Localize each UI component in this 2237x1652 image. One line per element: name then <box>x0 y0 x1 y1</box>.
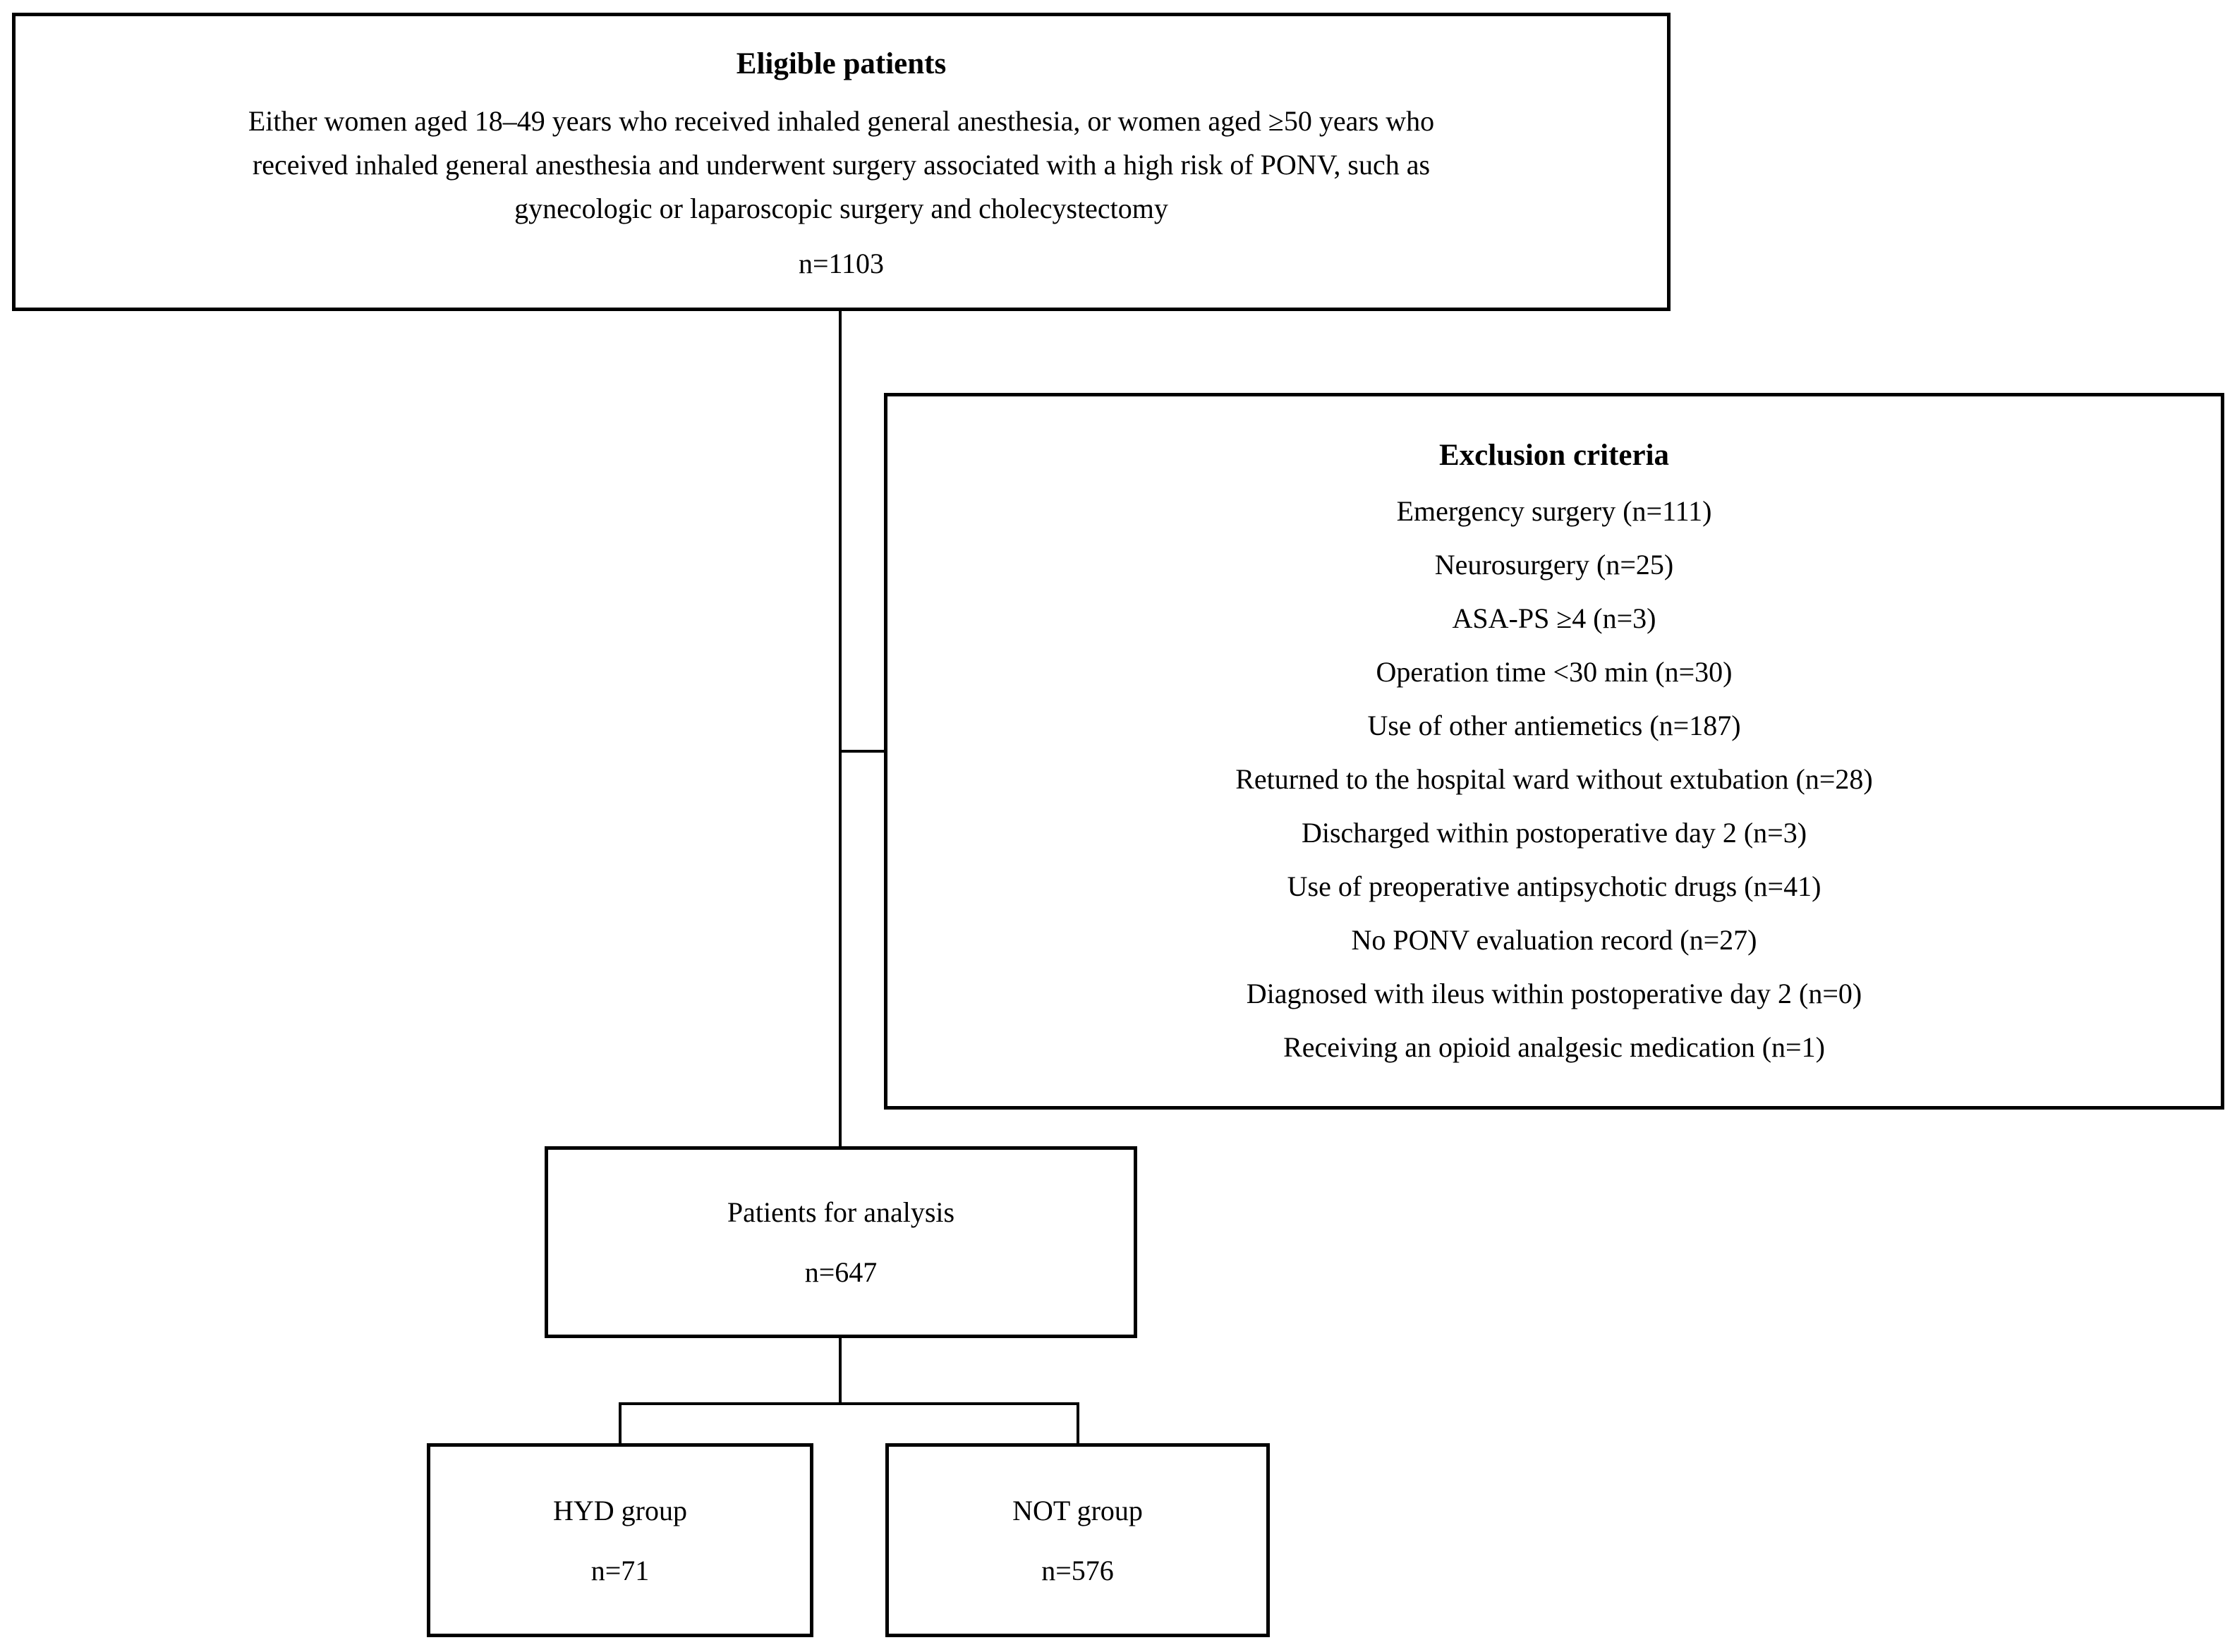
exclusion-item: Receiving an opioid analgesic medication… <box>1283 1031 1825 1063</box>
connector-analysis-to-split <box>839 1338 842 1405</box>
exclusion-item: No PONV evaluation record (n=27) <box>1351 924 1757 956</box>
connector-main-vertical <box>839 311 842 1146</box>
connector-to-exclusion <box>842 750 884 753</box>
hyd-group-count: n=71 <box>590 1554 650 1586</box>
hyd-group-label: HYD group <box>553 1494 687 1526</box>
not-group-box: NOT group n=576 <box>885 1443 1270 1637</box>
eligible-patients-box: Eligible patients Either women aged 18–4… <box>12 13 1671 311</box>
exclusion-item: Neurosurgery (n=25) <box>1434 549 1674 581</box>
exclusion-item: Use of preoperative antipsychotic drugs … <box>1287 870 1821 902</box>
hyd-group-box: HYD group n=71 <box>427 1443 813 1637</box>
exclusion-item: Diagnosed with ileus within postoperativ… <box>1246 978 1862 1009</box>
exclusion-item: Emergency surgery (n=111) <box>1396 495 1712 527</box>
eligible-patients-description: Either women aged 18–49 years who receiv… <box>16 99 1667 231</box>
exclusion-item: Use of other antiemetics (n=187) <box>1367 710 1741 741</box>
connector-drop-not <box>1077 1402 1079 1443</box>
patients-for-analysis-box: Patients for analysis n=647 <box>545 1146 1137 1338</box>
exclusion-criteria-list: Emergency surgery (n=111) Neurosurgery (… <box>887 485 2221 1074</box>
eligible-description-line: received inhaled general anesthesia and … <box>252 149 1431 181</box>
exclusion-criteria-title: Exclusion criteria <box>1438 439 1670 472</box>
exclusion-criteria-box: Exclusion criteria Emergency surgery (n=… <box>884 393 2224 1110</box>
eligible-patients-count: n=1103 <box>798 248 885 279</box>
connector-split-horizontal <box>619 1402 1079 1405</box>
not-group-count: n=576 <box>1041 1554 1114 1586</box>
not-group-label: NOT group <box>1012 1494 1143 1526</box>
exclusion-item: Discharged within postoperative day 2 (n… <box>1301 817 1807 849</box>
analysis-label: Patients for analysis <box>727 1196 955 1228</box>
exclusion-item: Operation time <30 min (n=30) <box>1376 656 1733 688</box>
connector-drop-hyd <box>619 1402 622 1443</box>
eligible-description-line: gynecologic or laparoscopic surgery and … <box>514 193 1168 224</box>
exclusion-item: ASA-PS ≥4 (n=3) <box>1452 602 1656 634</box>
exclusion-item: Returned to the hospital ward without ex… <box>1235 763 1873 795</box>
eligible-description-line: Either women aged 18–49 years who receiv… <box>248 105 1435 137</box>
analysis-count: n=647 <box>804 1256 878 1288</box>
eligible-patients-title: Eligible patients <box>736 47 947 80</box>
